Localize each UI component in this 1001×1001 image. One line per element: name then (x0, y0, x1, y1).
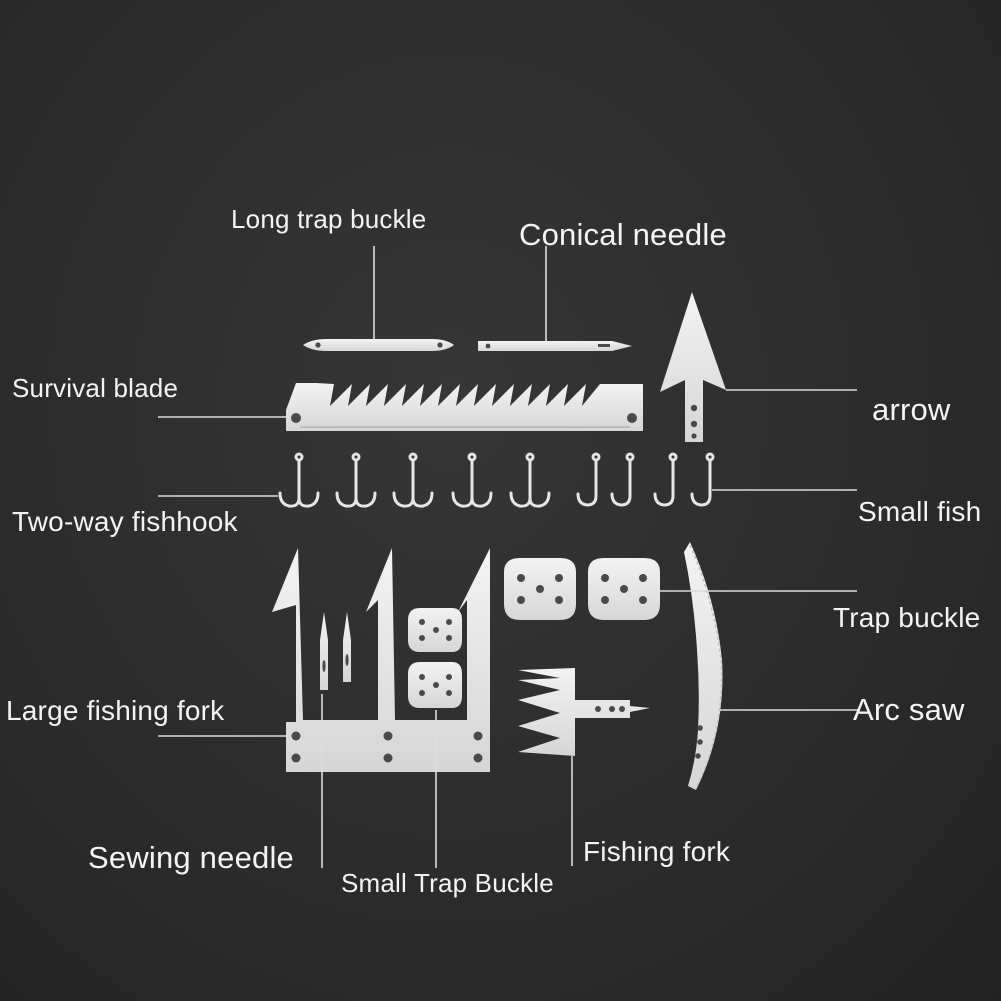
conical-needle-part (478, 341, 632, 351)
leader-lines (158, 246, 860, 868)
label-conical-needle: Conical needle (519, 217, 727, 252)
small-fish-hook-part (576, 452, 715, 507)
trap-buckle-part (504, 558, 660, 620)
small-trap-buckle-part (408, 608, 462, 708)
sewing-needle-part (320, 612, 351, 690)
label-sewing-needle: Sewing needle (88, 840, 294, 875)
fishing-fork-part (518, 668, 650, 756)
label-small-fish: Small fish (858, 496, 982, 527)
arc-saw-part (684, 542, 723, 790)
arrow-part (660, 292, 726, 442)
long-trap-buckle-part (303, 339, 454, 351)
label-long-trap-buckle: Long trap buckle (231, 204, 427, 234)
label-survival-blade: Survival blade (12, 373, 179, 403)
label-fishing-fork: Fishing fork (583, 836, 731, 867)
large-fishing-fork-part (272, 548, 490, 772)
label-arrow: arrow (872, 392, 951, 427)
survival-blade-part (286, 383, 643, 431)
label-trap-buckle: Trap buckle (833, 602, 981, 633)
two-way-fishhook-part (278, 452, 551, 508)
label-arc-saw: Arc saw (853, 692, 965, 727)
label-small-trap-buckle: Small Trap Buckle (341, 868, 554, 898)
label-large-fishing-fork: Large fishing fork (6, 695, 225, 726)
label-two-way-fishhook: Two-way fishhook (12, 506, 238, 537)
